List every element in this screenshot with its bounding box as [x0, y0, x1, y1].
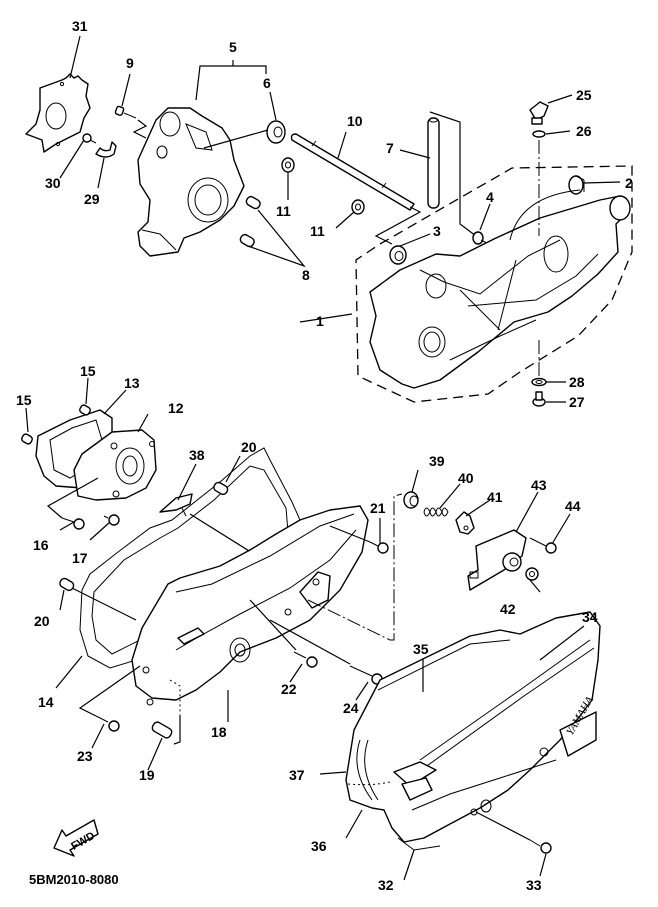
callout-14: 14	[38, 694, 54, 710]
dowel-15-left	[21, 433, 33, 445]
crankcase-right-1	[369, 189, 631, 389]
callout-37: 37	[289, 767, 305, 783]
bolt-16-17-bracket	[46, 477, 99, 519]
callout-2: 2	[625, 175, 633, 191]
guide-38	[159, 493, 193, 517]
callout-19: 19	[139, 767, 155, 783]
bolt-23-bracket	[78, 665, 141, 717]
bolt-21	[329, 525, 389, 554]
bearing-6	[203, 120, 286, 149]
callout-35: 35	[413, 641, 429, 657]
callout-42: 42	[500, 601, 516, 617]
callout-33: 33	[526, 877, 542, 893]
spring-40	[423, 507, 449, 517]
callout-10: 10	[347, 113, 363, 129]
bolt-24	[269, 619, 383, 685]
callout-44: 44	[565, 498, 581, 514]
callout-39: 39	[429, 453, 445, 469]
dowel-20-upper	[213, 481, 229, 496]
callout-21: 21	[370, 500, 386, 516]
dowel-20-left	[59, 577, 75, 592]
bolt-30	[82, 133, 97, 144]
callout-17: 17	[72, 550, 88, 566]
callout-7: 7	[386, 140, 394, 156]
cover-18-hidden-edge	[169, 679, 181, 740]
outer-cover-assembly: YAMAHA	[345, 611, 601, 851]
callout-40: 40	[458, 470, 474, 486]
bushing-39	[403, 491, 419, 509]
callout-24: 24	[343, 700, 359, 716]
callout-28: 28	[569, 374, 585, 390]
bolt-23	[95, 715, 120, 732]
callout-22: 22	[281, 681, 297, 697]
cover-12	[73, 429, 157, 501]
callout-11-upper: 11	[276, 203, 291, 219]
clip-11-lower	[351, 199, 365, 215]
callout-3: 3	[433, 223, 441, 239]
callout-9: 9	[126, 55, 134, 71]
seal-3	[389, 245, 407, 265]
callout-30: 30	[45, 175, 61, 191]
pin-7	[427, 111, 477, 237]
callout-41: 41	[487, 489, 503, 505]
dowel-8-upper	[245, 195, 261, 210]
crankcase-cover-18	[131, 505, 369, 706]
callout-8: 8	[302, 267, 310, 283]
callout-29: 29	[84, 191, 100, 207]
callout-13: 13	[124, 375, 140, 391]
callout-42-top: 43	[531, 477, 547, 493]
callout-31: 31	[72, 18, 88, 34]
callout-12: 12	[168, 400, 184, 416]
callout-6: 6	[263, 75, 271, 91]
clip-11-upper	[281, 157, 295, 173]
callout-16: 16	[33, 537, 49, 553]
callout-34: 34	[582, 609, 598, 625]
callout-18: 18	[211, 724, 227, 740]
callout-38: 38	[189, 447, 205, 463]
dowel-15-upper	[79, 404, 91, 416]
bolt-17	[103, 514, 120, 526]
callout-27: 27	[569, 394, 585, 410]
leader-lines	[25, 35, 621, 881]
dowel-19-bracket	[173, 716, 181, 745]
crankcase-left-5	[137, 107, 245, 257]
callout-36: 36	[311, 838, 327, 854]
nut-42	[525, 567, 539, 581]
bushing-2	[568, 175, 585, 195]
shaft-10	[290, 133, 422, 245]
plate-31	[25, 73, 91, 153]
callout-4: 4	[486, 189, 494, 205]
dowel-20-left-axis	[71, 587, 137, 621]
callout-20-upper: 20	[241, 439, 257, 455]
oring-26	[532, 130, 546, 138]
forward-direction-indicator: FWD	[53, 819, 99, 857]
callout-26: 26	[576, 123, 592, 139]
callout-1: 1	[316, 313, 324, 329]
bracket-29	[95, 141, 117, 158]
callout-15-left: 15	[16, 392, 32, 408]
callout-25: 25	[576, 87, 592, 103]
callout-23: 23	[77, 748, 93, 764]
diagram-code: 5BM2010-8080	[29, 872, 119, 887]
bracket-43	[467, 529, 527, 591]
assembly-axis-right	[307, 493, 403, 641]
callout-32: 32	[378, 877, 394, 893]
callout-15-upper: 15	[80, 363, 96, 379]
bolt-16	[61, 517, 85, 530]
assembly-boundary-1	[355, 165, 633, 403]
washer-28	[531, 377, 547, 387]
bolt-27	[532, 391, 546, 407]
bolt-22	[249, 599, 318, 668]
callout-20-left: 20	[34, 613, 50, 629]
dowel-19	[151, 721, 173, 739]
bolt-9	[114, 105, 148, 139]
plate-41	[455, 511, 475, 535]
callout-5: 5	[229, 39, 237, 55]
bolt-33	[475, 811, 552, 854]
bolt-44	[529, 537, 557, 554]
callout-11-lower: 11	[310, 223, 325, 239]
dowel-8-lower	[239, 233, 255, 248]
plug-25	[529, 101, 549, 125]
